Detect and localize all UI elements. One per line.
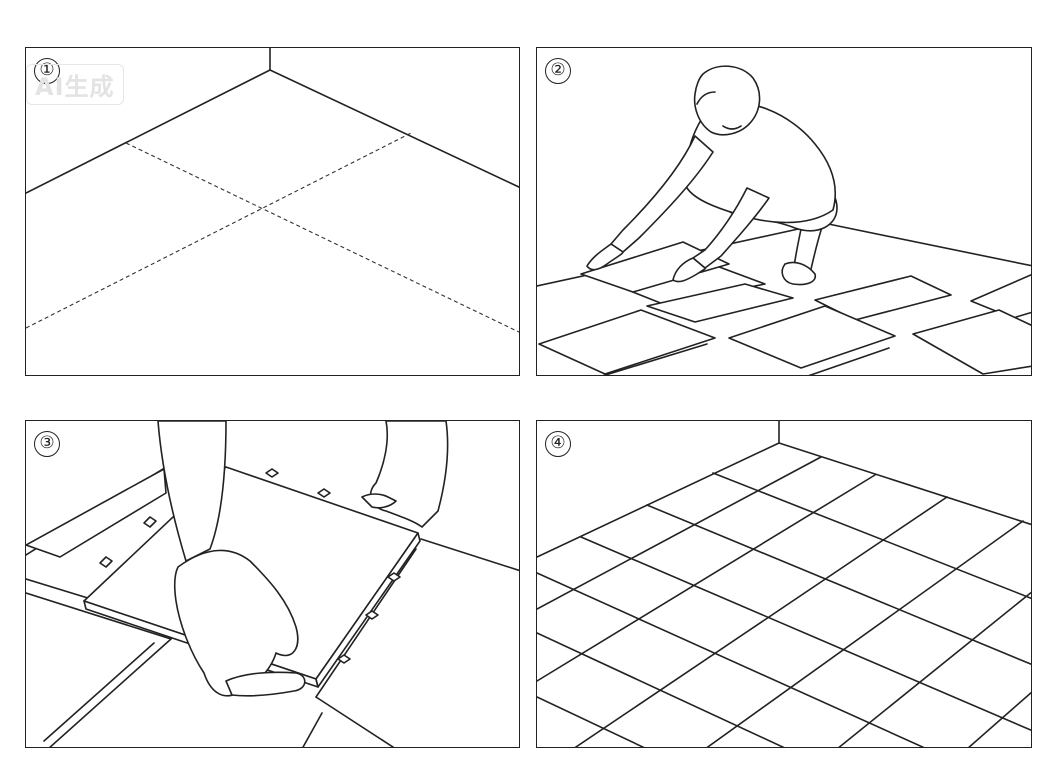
step-1-panel: ① AI生成 [25,47,520,376]
step-4-illustration [537,421,1031,747]
step-2-illustration [537,65,1031,375]
step-number: ① [34,58,60,84]
ai-generated-watermark: AI生成 [26,64,124,105]
step-number: ③ [34,431,60,457]
step-number: ② [545,58,571,84]
step-3-illustration [26,421,519,747]
step-4-panel: ④ [536,420,1032,748]
step-2-panel: ② [536,47,1032,376]
step-1-illustration [26,48,519,333]
step-3-panel: ③ [25,420,520,748]
step-number: ④ [545,431,571,457]
